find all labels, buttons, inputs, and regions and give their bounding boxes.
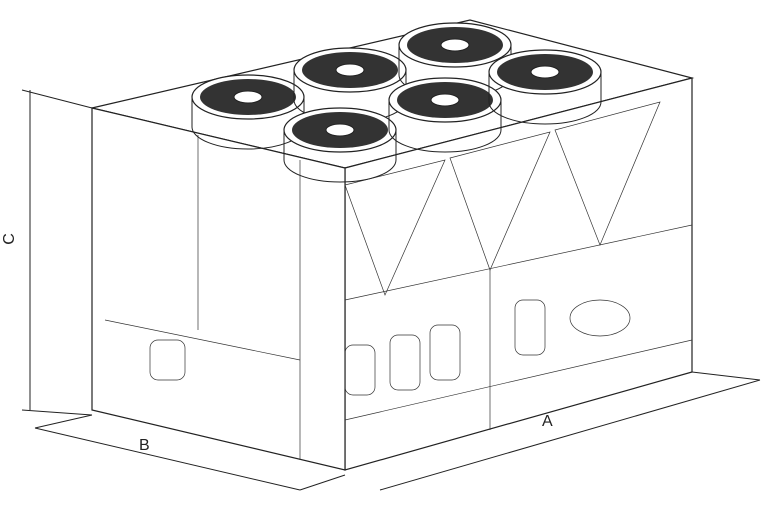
fan — [388, 77, 502, 153]
fan — [191, 74, 305, 150]
dimension-lines — [21, 89, 761, 491]
fan — [398, 22, 512, 98]
compressors — [149, 299, 631, 396]
coil-sections — [344, 101, 661, 296]
side-rail-base — [344, 339, 693, 421]
dimension-label-a: A — [542, 413, 553, 430]
fans — [191, 22, 602, 183]
side-rail-mid — [344, 224, 693, 301]
dimension-label-b: B — [139, 437, 150, 454]
dimension-label-c: C — [0, 233, 18, 245]
panel-lower-edge — [104, 319, 301, 361]
fan — [283, 107, 397, 183]
electrical-panel-face — [91, 107, 346, 471]
fan — [488, 49, 602, 125]
